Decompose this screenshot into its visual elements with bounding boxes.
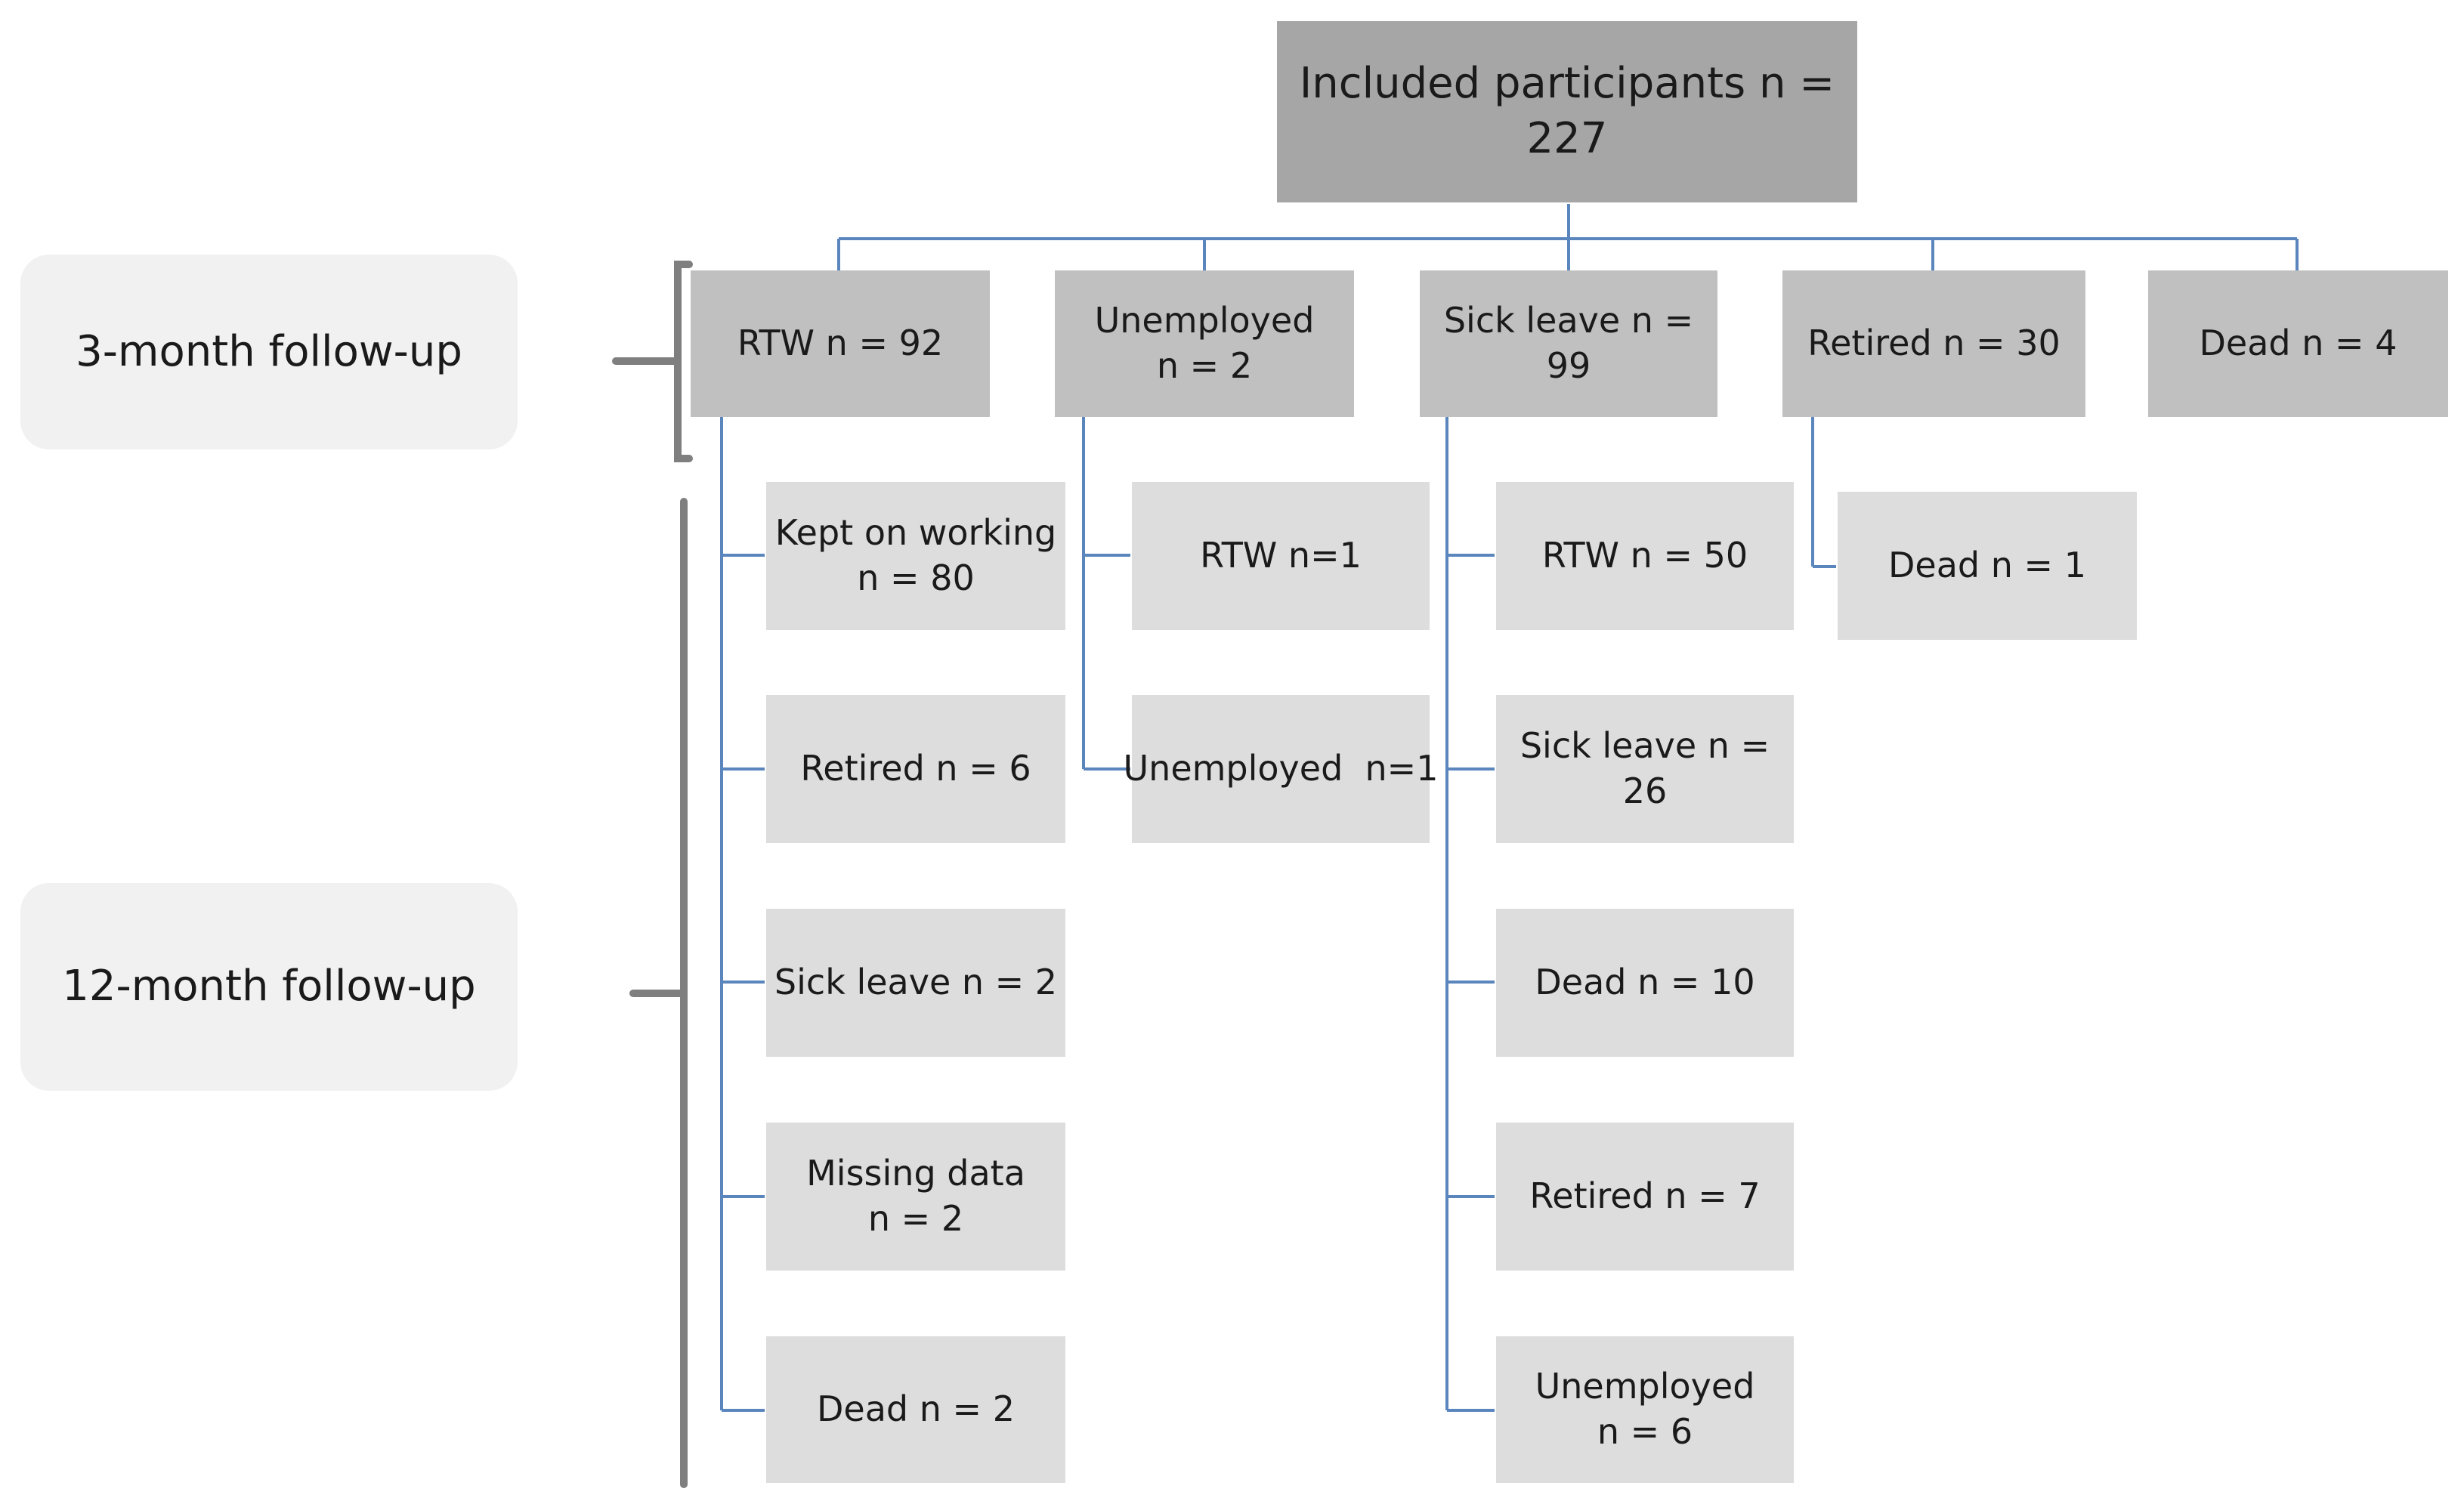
node-12m-sick-leave-dead: Dead n = 10	[1496, 909, 1794, 1057]
node-12m-unemployed-unemployed: Unemployed n=1	[1124, 695, 1439, 843]
node-12m-rtw-sick-leave: Sick leave n = 2	[766, 909, 1065, 1057]
node-12m-sick-leave-retired: Retired n = 7	[1496, 1123, 1794, 1271]
node-3m-unemployed: Unemployed n = 2	[1055, 270, 1354, 417]
node-12m-rtw-dead: Dead n = 2	[766, 1336, 1065, 1483]
node-3m-retired: Retired n = 30	[1782, 270, 2085, 417]
node-3m-dead: Dead n = 4	[2148, 270, 2448, 417]
phase-label-12-month: 12-month follow-up	[20, 883, 518, 1091]
node-12m-rtw-retired: Retired n = 6	[766, 695, 1065, 843]
phase-label-3-month: 3-month follow-up	[20, 255, 518, 449]
node-12m-unemployed-rtw: RTW n=1	[1132, 482, 1430, 630]
node-12m-sick-leave-unemployed: Unemployed n = 6	[1496, 1336, 1794, 1483]
node-12m-retired-dead: Dead n = 1	[1838, 492, 2137, 640]
node-12m-sick-leave-rtw: RTW n = 50	[1496, 482, 1794, 630]
node-3m-sick-leave: Sick leave n = 99	[1420, 270, 1717, 417]
node-12m-sick-leave-sick-leave: Sick leave n = 26	[1496, 695, 1794, 843]
node-12m-rtw-missing-data: Missing data n = 2	[766, 1123, 1065, 1271]
node-3m-rtw: RTW n = 92	[691, 270, 990, 417]
root-node-included-participants: Included participants n = 227	[1277, 21, 1857, 202]
node-12m-rtw-kept-on-working: Kept on working n = 80	[766, 482, 1065, 630]
